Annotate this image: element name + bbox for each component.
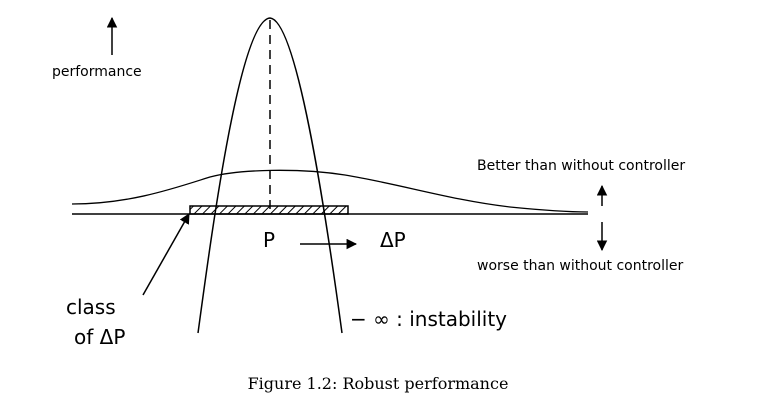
class-of-perturbations-bar xyxy=(189,205,349,215)
class-label-line2: of ΔP xyxy=(74,325,125,349)
performance-axis-label: performance xyxy=(52,64,142,80)
robust-controller-curve xyxy=(71,169,589,213)
nominal-plant-label: P xyxy=(263,228,275,252)
worse-label: worse than without controller xyxy=(477,258,684,274)
instability-label: − ∞ : instability xyxy=(350,307,507,331)
perturbation-label: ΔP xyxy=(380,228,406,252)
figure-caption: Figure 1.2: Robust performance xyxy=(248,374,509,393)
class-pointer-arrow xyxy=(142,213,190,296)
class-label-line1: class xyxy=(66,295,116,319)
better-label: Better than without controller xyxy=(477,158,685,174)
